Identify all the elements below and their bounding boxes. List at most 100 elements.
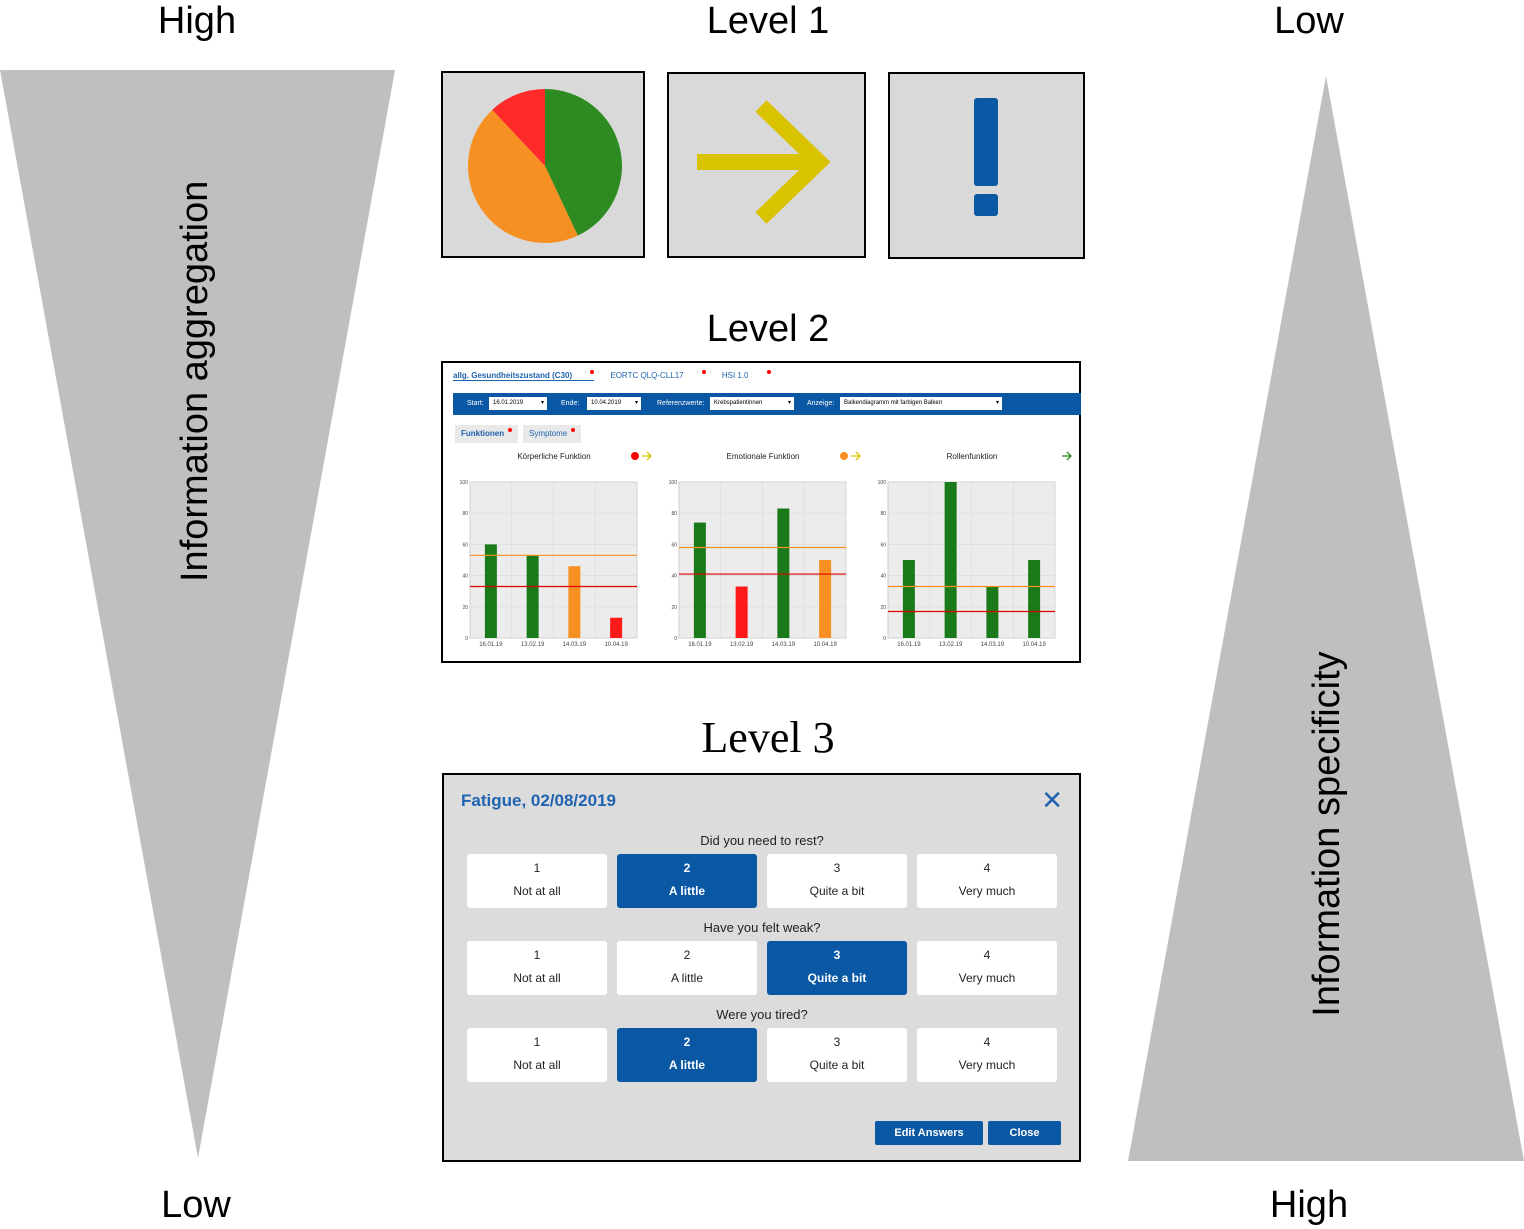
specificity-caption: Information specificity: [1306, 651, 1348, 1017]
option-label: A little: [668, 884, 706, 898]
view-select[interactable]: Balkendiagramm mit farbigen Balken: [840, 397, 1002, 410]
option-number: 1: [533, 948, 541, 962]
bar: [986, 586, 999, 638]
aggregation-high-label: High: [157, 0, 237, 42]
subtab-funktionen[interactable]: Funktionen: [455, 425, 519, 443]
indicator-arrow-icon: [642, 451, 652, 461]
end-select[interactable]: 10.04.2019: [587, 397, 641, 410]
option-number: 3: [833, 948, 841, 962]
x-tick-label: 13.02.19: [730, 642, 754, 648]
y-tick-label: 100: [460, 480, 469, 486]
bar: [735, 586, 748, 638]
end-label: Ende:: [561, 400, 580, 407]
question-text: Were you tired?: [716, 1007, 808, 1022]
option-number: 4: [983, 948, 991, 962]
close-button[interactable]: Close: [988, 1121, 1061, 1145]
option-label: Quite a bit: [809, 1058, 865, 1072]
level1-arrow-box: [667, 72, 866, 258]
option-label: Not at all: [513, 1058, 561, 1072]
option-label: Not at all: [513, 971, 561, 985]
ref-select[interactable]: Krebspatientinnen: [710, 397, 794, 410]
tab-cll17[interactable]: EORTC QLQ-CLL17: [610, 370, 706, 380]
x-tick-label: 10.04.19: [604, 642, 628, 648]
aggregation-triangle: [0, 70, 395, 1158]
y-tick-label: 20: [880, 605, 886, 611]
option-label: Quite a bit: [807, 971, 867, 985]
aggregation-caption: Information aggregation: [174, 180, 216, 582]
option-number: 2: [683, 1035, 691, 1049]
subtab-symptome[interactable]: Symptome: [523, 425, 582, 443]
level1-exclaim-box: [888, 72, 1085, 259]
y-tick-label: 60: [880, 542, 886, 548]
bar: [777, 508, 790, 638]
questionnaire-tabs: allg. Gesundheitszustand (C30) EORTC QLQ…: [453, 370, 785, 381]
tab-c30[interactable]: allg. Gesundheitszustand (C30): [453, 370, 595, 381]
aggregation-low-label: Low: [161, 1184, 231, 1226]
bar: [693, 522, 706, 638]
view-label: Anzeige:: [807, 400, 835, 407]
y-tick-label: 0: [883, 636, 886, 642]
pie-slice-green: [545, 89, 622, 236]
function-charts: Körperliche Funktion 0 20 40 60 80 100 16.01.19…: [460, 451, 1072, 648]
x-tick-label: 14.03.19: [772, 642, 796, 648]
exclamation-icon: [974, 98, 998, 216]
y-tick-label: 20: [462, 605, 468, 611]
chart-title: Emotionale Funktion: [727, 452, 800, 461]
level1-title: Level 1: [706, 0, 830, 42]
specificity-triangle: [1128, 76, 1524, 1161]
bar: [568, 566, 581, 638]
level1-pie-box: [441, 71, 645, 258]
level2-dashboard: allg. Gesundheitszustand (C30) EORTC QLQ…: [441, 361, 1081, 663]
edit-answers-button[interactable]: Edit Answers: [875, 1121, 983, 1145]
filter-bar: Start: 16.01.2019 Ende: 10.04.2019 Refer…: [453, 393, 1081, 415]
pie-slice-orange: [468, 109, 578, 244]
option-number: 3: [833, 861, 841, 875]
y-tick-label: 20: [671, 605, 677, 611]
level2-title: Level 2: [706, 308, 830, 350]
start-label: Start:: [467, 400, 484, 407]
specificity-low-label: Low: [1274, 0, 1344, 42]
bar: [526, 555, 539, 638]
y-tick-label: 80: [671, 511, 677, 517]
option-label: A little: [670, 971, 703, 985]
x-tick-label: 10.04.19: [813, 642, 837, 648]
pie-chart-icon: [468, 89, 622, 244]
ref-label: Referenzwerte:: [657, 400, 705, 407]
option-label: Very much: [958, 971, 1016, 985]
x-tick-label: 13.02.19: [939, 642, 963, 648]
bar: [902, 560, 915, 638]
close-icon[interactable]: ✕: [1041, 785, 1063, 815]
option-number: 1: [533, 1035, 541, 1049]
y-tick-label: 100: [669, 480, 678, 486]
y-tick-label: 40: [462, 574, 468, 580]
tab-hsi[interactable]: HSI 1.0: [722, 370, 771, 380]
arrow-right-icon: [697, 100, 831, 224]
indicator-orange-dot: [840, 452, 848, 460]
bar: [610, 617, 623, 638]
indicator-arrow-icon: [851, 451, 861, 461]
start-select[interactable]: 16.01.2019: [489, 397, 547, 410]
y-tick-label: 80: [462, 511, 468, 517]
y-tick-label: 100: [878, 480, 887, 486]
chart-title: Rollenfunktion: [947, 452, 998, 461]
x-tick-label: 16.01.19: [479, 642, 503, 648]
y-tick-label: 60: [671, 542, 677, 548]
specificity-high-label: High: [1269, 1184, 1349, 1226]
option-label: Very much: [958, 884, 1016, 898]
option-number: 2: [683, 948, 691, 962]
option-label: Very much: [958, 1058, 1016, 1072]
chart-title: Körperliche Funktion: [517, 452, 590, 461]
x-tick-label: 16.01.19: [897, 642, 921, 648]
answer-option[interactable]: 2 A little: [617, 941, 757, 995]
